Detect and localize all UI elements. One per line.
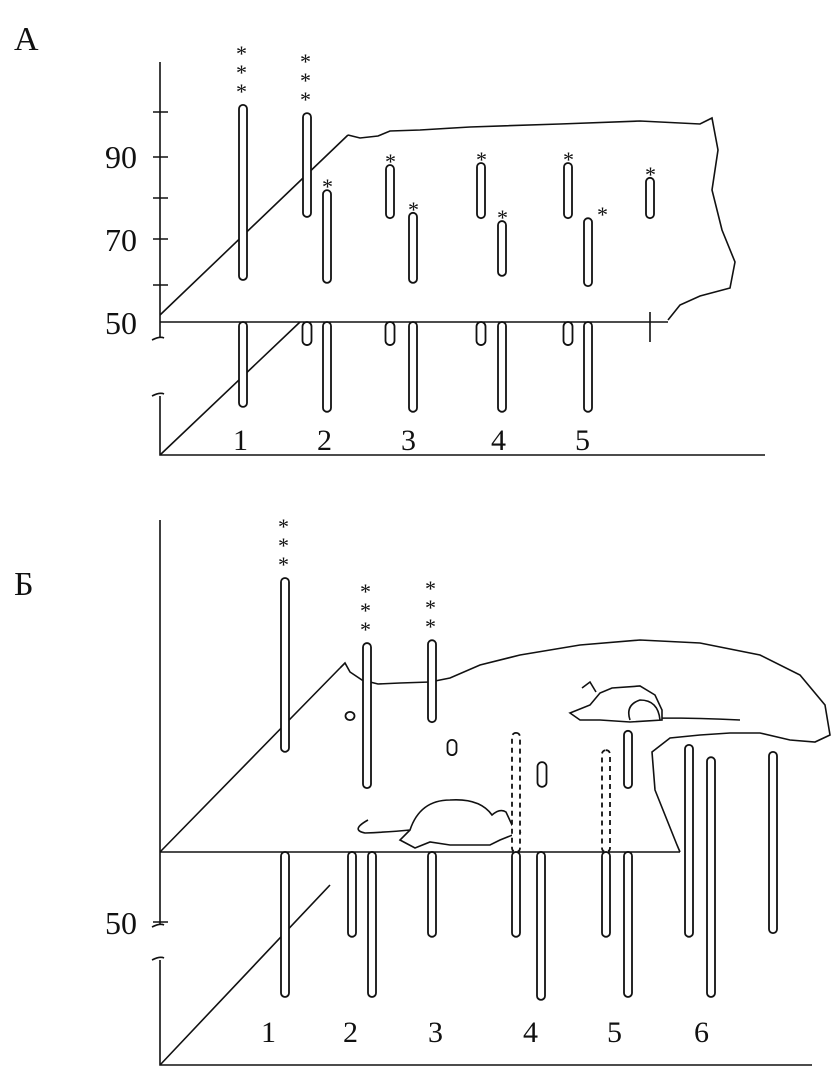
significance-star: *: [425, 595, 436, 620]
significance-star: *: [385, 149, 396, 174]
bar: [347, 851, 357, 938]
bar: [301, 321, 313, 346]
bar: [497, 220, 507, 277]
bar: [601, 851, 611, 938]
x-label: 2: [343, 1016, 358, 1049]
mouse-lower-icon: [357, 798, 522, 849]
bar: [322, 189, 332, 284]
bar: [446, 738, 458, 757]
bar: [684, 743, 694, 938]
significance-star: *: [408, 197, 419, 222]
significance-star: *: [278, 514, 289, 539]
panel-b: Б 50 ********* 1 2 3 4 5 6: [14, 514, 831, 1066]
panel-a-label: А: [14, 21, 39, 58]
significance-star: *: [322, 174, 333, 199]
perspective-line: [159, 134, 349, 456]
bar: [408, 321, 418, 413]
significance-star: *: [425, 614, 436, 639]
significance-star: *: [597, 202, 608, 227]
significance-star: *: [645, 162, 656, 187]
bar: [476, 162, 486, 220]
bar: [427, 851, 437, 938]
bar: [536, 851, 546, 1001]
x-label: 3: [401, 424, 416, 457]
x-label: 4: [523, 1016, 538, 1049]
significance-star: *: [236, 41, 247, 66]
x-label: 3: [428, 1016, 443, 1049]
animal-outline: [347, 116, 736, 342]
bar: [706, 756, 716, 998]
mouse-upper-icon: [568, 680, 741, 723]
significance-star: *: [278, 533, 289, 558]
bars-panel-a: **************: [236, 41, 656, 413]
x-labels-b: 1 2 3 4 5 6: [261, 1016, 709, 1049]
significance-star: *: [300, 49, 311, 74]
bar: [645, 176, 655, 220]
significance-star: *: [236, 60, 247, 85]
bar: [280, 577, 290, 753]
significance-star: *: [476, 147, 487, 172]
x-labels-a: 1 2 3 4 5: [233, 424, 590, 457]
y-axis-upper: [151, 62, 765, 456]
bar: [511, 851, 521, 938]
bar: [408, 211, 418, 284]
bar: [427, 639, 437, 724]
significance-star: *: [360, 617, 371, 642]
bar: [601, 749, 611, 853]
x-label: 2: [317, 424, 332, 457]
significance-star: *: [425, 576, 436, 601]
panel-a: А 90 70 50 ************** 1 2 3 4 5: [14, 21, 765, 457]
bar: [623, 729, 633, 789]
x-label: 5: [607, 1016, 622, 1049]
ytick-label: 50: [105, 305, 137, 341]
x-label: 1: [261, 1016, 276, 1049]
bar: [344, 710, 356, 722]
x-label: 6: [694, 1016, 709, 1049]
bar: [768, 750, 778, 935]
significance-star: *: [300, 87, 311, 112]
x-label: 5: [575, 424, 590, 457]
bar: [238, 103, 248, 281]
bar: [511, 731, 521, 853]
bar: [475, 321, 487, 346]
y-axis-ticks: [153, 111, 168, 286]
bar: [362, 642, 372, 789]
bar: [302, 112, 312, 218]
panel-b-label: Б: [14, 566, 34, 603]
perspective-line: [159, 667, 341, 1066]
ytick-label: 90: [105, 139, 137, 175]
significance-star: *: [278, 552, 289, 577]
bar: [385, 164, 395, 220]
bar: [367, 851, 377, 998]
bar: [322, 321, 332, 413]
bar: [563, 162, 573, 220]
ytick-label: 50: [105, 905, 137, 941]
bar: [562, 321, 574, 346]
bar: [623, 851, 633, 998]
bar: [497, 321, 507, 413]
significance-star: *: [360, 598, 371, 623]
x-label: 4: [491, 424, 506, 457]
animal-outline: [339, 639, 831, 853]
bar: [384, 321, 396, 346]
significance-star: *: [236, 79, 247, 104]
significance-star: *: [497, 205, 508, 230]
bar: [238, 321, 248, 408]
significance-star: *: [300, 68, 311, 93]
bar: [583, 217, 593, 288]
y-axis-lower: [151, 520, 812, 1066]
significance-star: *: [360, 579, 371, 604]
significance-star: *: [563, 147, 574, 172]
bar: [536, 761, 548, 788]
x-label: 1: [233, 424, 248, 457]
bar: [583, 321, 593, 413]
bar: [280, 851, 290, 998]
bars-panel-b: *********: [278, 514, 778, 1001]
ytick-label: 70: [105, 222, 137, 258]
